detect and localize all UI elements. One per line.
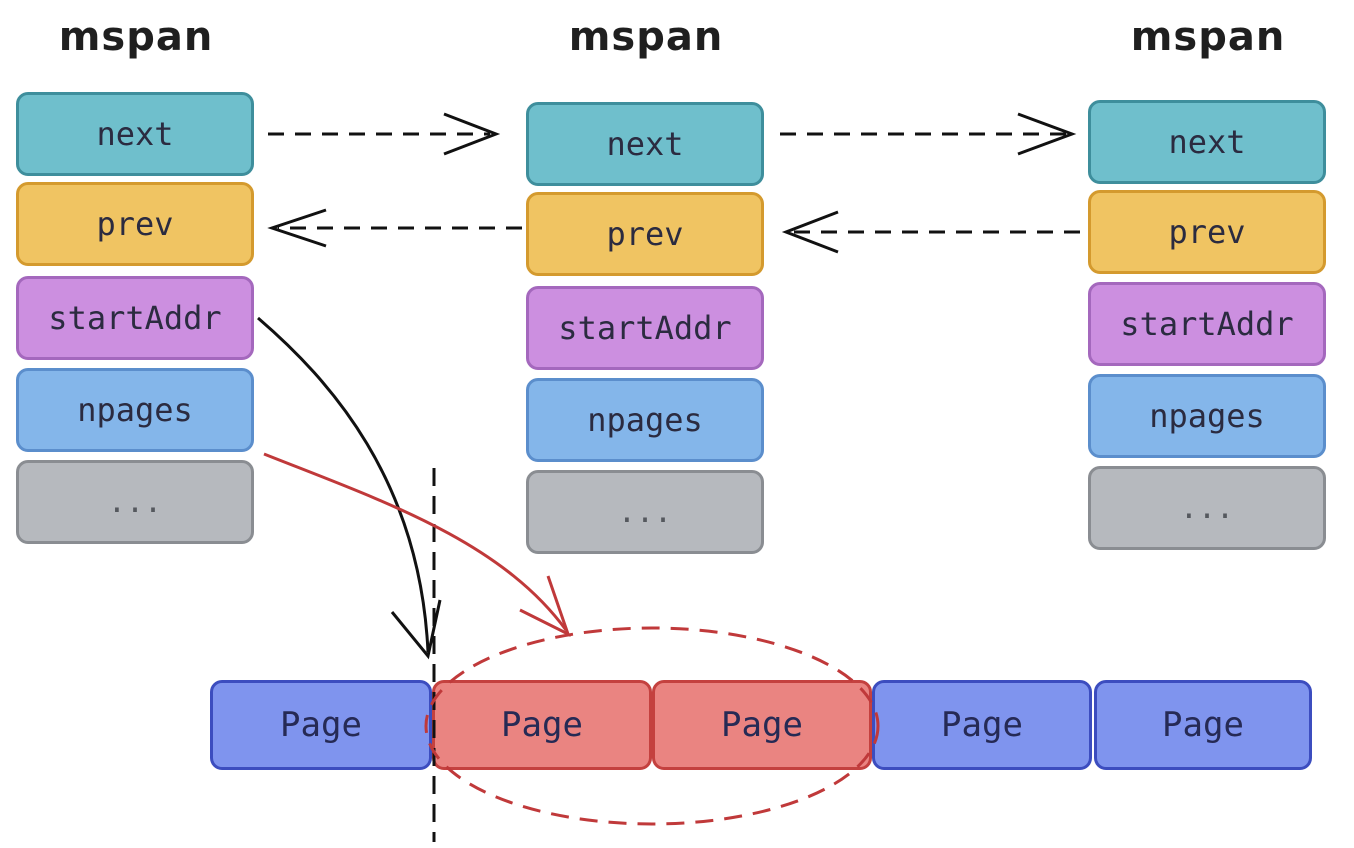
page-block-1: Page [210,680,432,770]
next-arrow-1 [268,112,501,156]
page-block-5: Page [1094,680,1312,770]
next-arrow-2 [780,112,1077,156]
span-pages-ellipse [424,626,880,826]
mspan-1-startaddr-field: startAddr [16,276,254,360]
mspan-title-2: mspan [568,14,724,60]
startaddr-arrow [257,316,442,660]
mspan-3-next-field: next [1088,100,1326,184]
mspan-2-startaddr-field: startAddr [526,286,764,370]
mspan-1-next-field: next [16,92,254,176]
mspan-2-next-field: next [526,102,764,186]
mspan-1-more-field: ... [16,460,254,544]
mspan-2-prev-field: prev [526,192,764,276]
mspan-2-npages-field: npages [526,378,764,462]
page-block-2: Page [432,680,652,770]
prev-arrow-1 [267,208,522,248]
npages-arrow [263,452,571,637]
mspan-1-prev-field: prev [16,182,254,266]
mspan-3-prev-field: prev [1088,190,1326,274]
mspan-3-startaddr-field: startAddr [1088,282,1326,366]
mspan-1-npages-field: npages [16,368,254,452]
mspan-title-1: mspan [58,14,214,60]
page-block-4: Page [872,680,1092,770]
page-block-3: Page [652,680,872,770]
prev-arrow-2 [781,210,1080,254]
mspan-title-3: mspan [1130,14,1286,60]
mspan-3-npages-field: npages [1088,374,1326,458]
mspan-2-more-field: ... [526,470,764,554]
mspan-3-more-field: ... [1088,466,1326,550]
